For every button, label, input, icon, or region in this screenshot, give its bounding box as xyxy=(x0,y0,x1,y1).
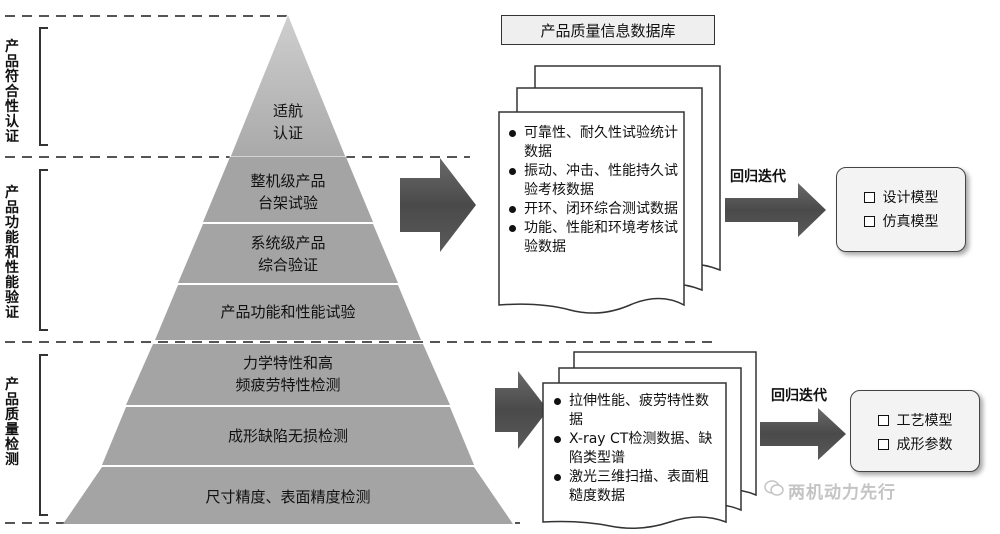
list-item: 激光三维扫描、表面粗糙度数据 xyxy=(553,468,721,506)
bracket-validation xyxy=(39,169,48,331)
pyramid-label-function-test: 产品功能和性能试验 xyxy=(170,301,406,323)
side-label-certification: 产品符合性认证 xyxy=(5,39,19,145)
wechat-icon xyxy=(764,480,784,496)
model-item: 工艺模型 xyxy=(851,408,979,432)
pyramid-layer-6 xyxy=(102,407,474,465)
pyramid-label-line: 系统级产品 xyxy=(250,234,326,252)
upper-document-stack xyxy=(498,65,721,314)
bracket-inspection xyxy=(39,354,48,516)
list-item: 拉伸性能、疲劳特性数据 xyxy=(553,392,721,430)
pyramid-label-line: 适航 xyxy=(272,102,303,120)
checkbox-icon xyxy=(877,438,889,450)
pyramid-label-line: 力学特性和高 xyxy=(242,354,333,372)
iteration-label-lower: 回归迭代 xyxy=(771,388,827,404)
pyramid-label-line: 成形缺陷无损检测 xyxy=(227,427,348,445)
pyramid-label-airworthiness: 适航 认证 xyxy=(238,100,338,144)
checkbox-icon xyxy=(863,191,875,203)
model-item: 仿真模型 xyxy=(837,209,965,233)
iteration-label-upper: 回归迭代 xyxy=(730,169,786,185)
model-item: 成形参数 xyxy=(851,432,979,456)
pyramid-label-ndt: 成形缺陷无损检测 xyxy=(140,425,436,447)
list-item: X-ray CT检测数据、缺陷类型谱 xyxy=(553,430,721,468)
pyramid-label-fatigue-test: 力学特性和高 频疲劳特性检测 xyxy=(160,352,416,396)
pyramid-layer-2 xyxy=(203,157,373,222)
arrow-upper-to-docs xyxy=(400,158,476,252)
pyramid-label-line: 频疲劳特性检测 xyxy=(235,376,341,394)
pyramid-base xyxy=(63,467,513,524)
checkbox-icon xyxy=(877,414,889,426)
upper-data-list: 可靠性、耐久性试验统计数据 振动、冲击、性能持久试验考核数据 开环、闭环综合测试… xyxy=(508,124,678,257)
lower-model-box: 工艺模型 成形参数 xyxy=(850,390,980,472)
model-label: 仿真模型 xyxy=(882,214,939,230)
side-label-inspection: 产品质量检测 xyxy=(5,377,19,468)
list-item: 振动、冲击、性能持久试验考核数据 xyxy=(508,162,678,200)
pyramid-layer-3 xyxy=(178,224,398,283)
side-label-validation: 产品功能和性能验证 xyxy=(5,185,19,321)
pyramid-layer-5 xyxy=(126,344,450,405)
iteration-arrow-lower xyxy=(760,408,846,460)
pyramid-label-line: 整机级产品 xyxy=(250,172,326,190)
model-item: 设计模型 xyxy=(837,185,965,209)
pyramid-label-line: 综合验证 xyxy=(257,256,318,274)
model-label: 设计模型 xyxy=(882,190,939,206)
list-item: 开环、闭环综合测试数据 xyxy=(508,200,678,219)
pyramid-label-line: 台架试验 xyxy=(257,194,318,212)
lower-document-stack xyxy=(542,351,757,529)
checkbox-icon xyxy=(863,215,875,227)
model-label: 工艺模型 xyxy=(896,413,953,429)
bracket-certification xyxy=(39,27,48,146)
pyramid-label-precision: 尺寸精度、表面精度检测 xyxy=(110,486,466,508)
model-label: 成形参数 xyxy=(896,437,953,453)
pyramid-label-line: 产品功能和性能试验 xyxy=(220,303,356,321)
iteration-arrow-upper xyxy=(725,183,826,237)
pyramid-label-line: 尺寸精度、表面精度检测 xyxy=(205,488,371,506)
arrow-lower-to-docs xyxy=(495,371,548,449)
database-title: 产品质量信息数据库 xyxy=(501,15,715,45)
lower-data-list: 拉伸性能、疲劳特性数据 X-ray CT检测数据、缺陷类型谱 激光三维扫描、表面… xyxy=(553,392,721,506)
pyramid-label-system-validation: 系统级产品 综合验证 xyxy=(190,232,386,276)
list-item: 功能、性能和环境考核试验数据 xyxy=(508,219,678,257)
pyramid-label-engine-bench: 整机级产品 台架试验 xyxy=(208,170,368,214)
pyramid-label-line: 认证 xyxy=(272,124,303,142)
watermark: 两机动力先行 xyxy=(788,483,896,503)
list-item: 可靠性、耐久性试验统计数据 xyxy=(508,124,678,162)
upper-model-box: 设计模型 仿真模型 xyxy=(836,167,966,252)
pyramid-layer-4 xyxy=(155,285,421,340)
